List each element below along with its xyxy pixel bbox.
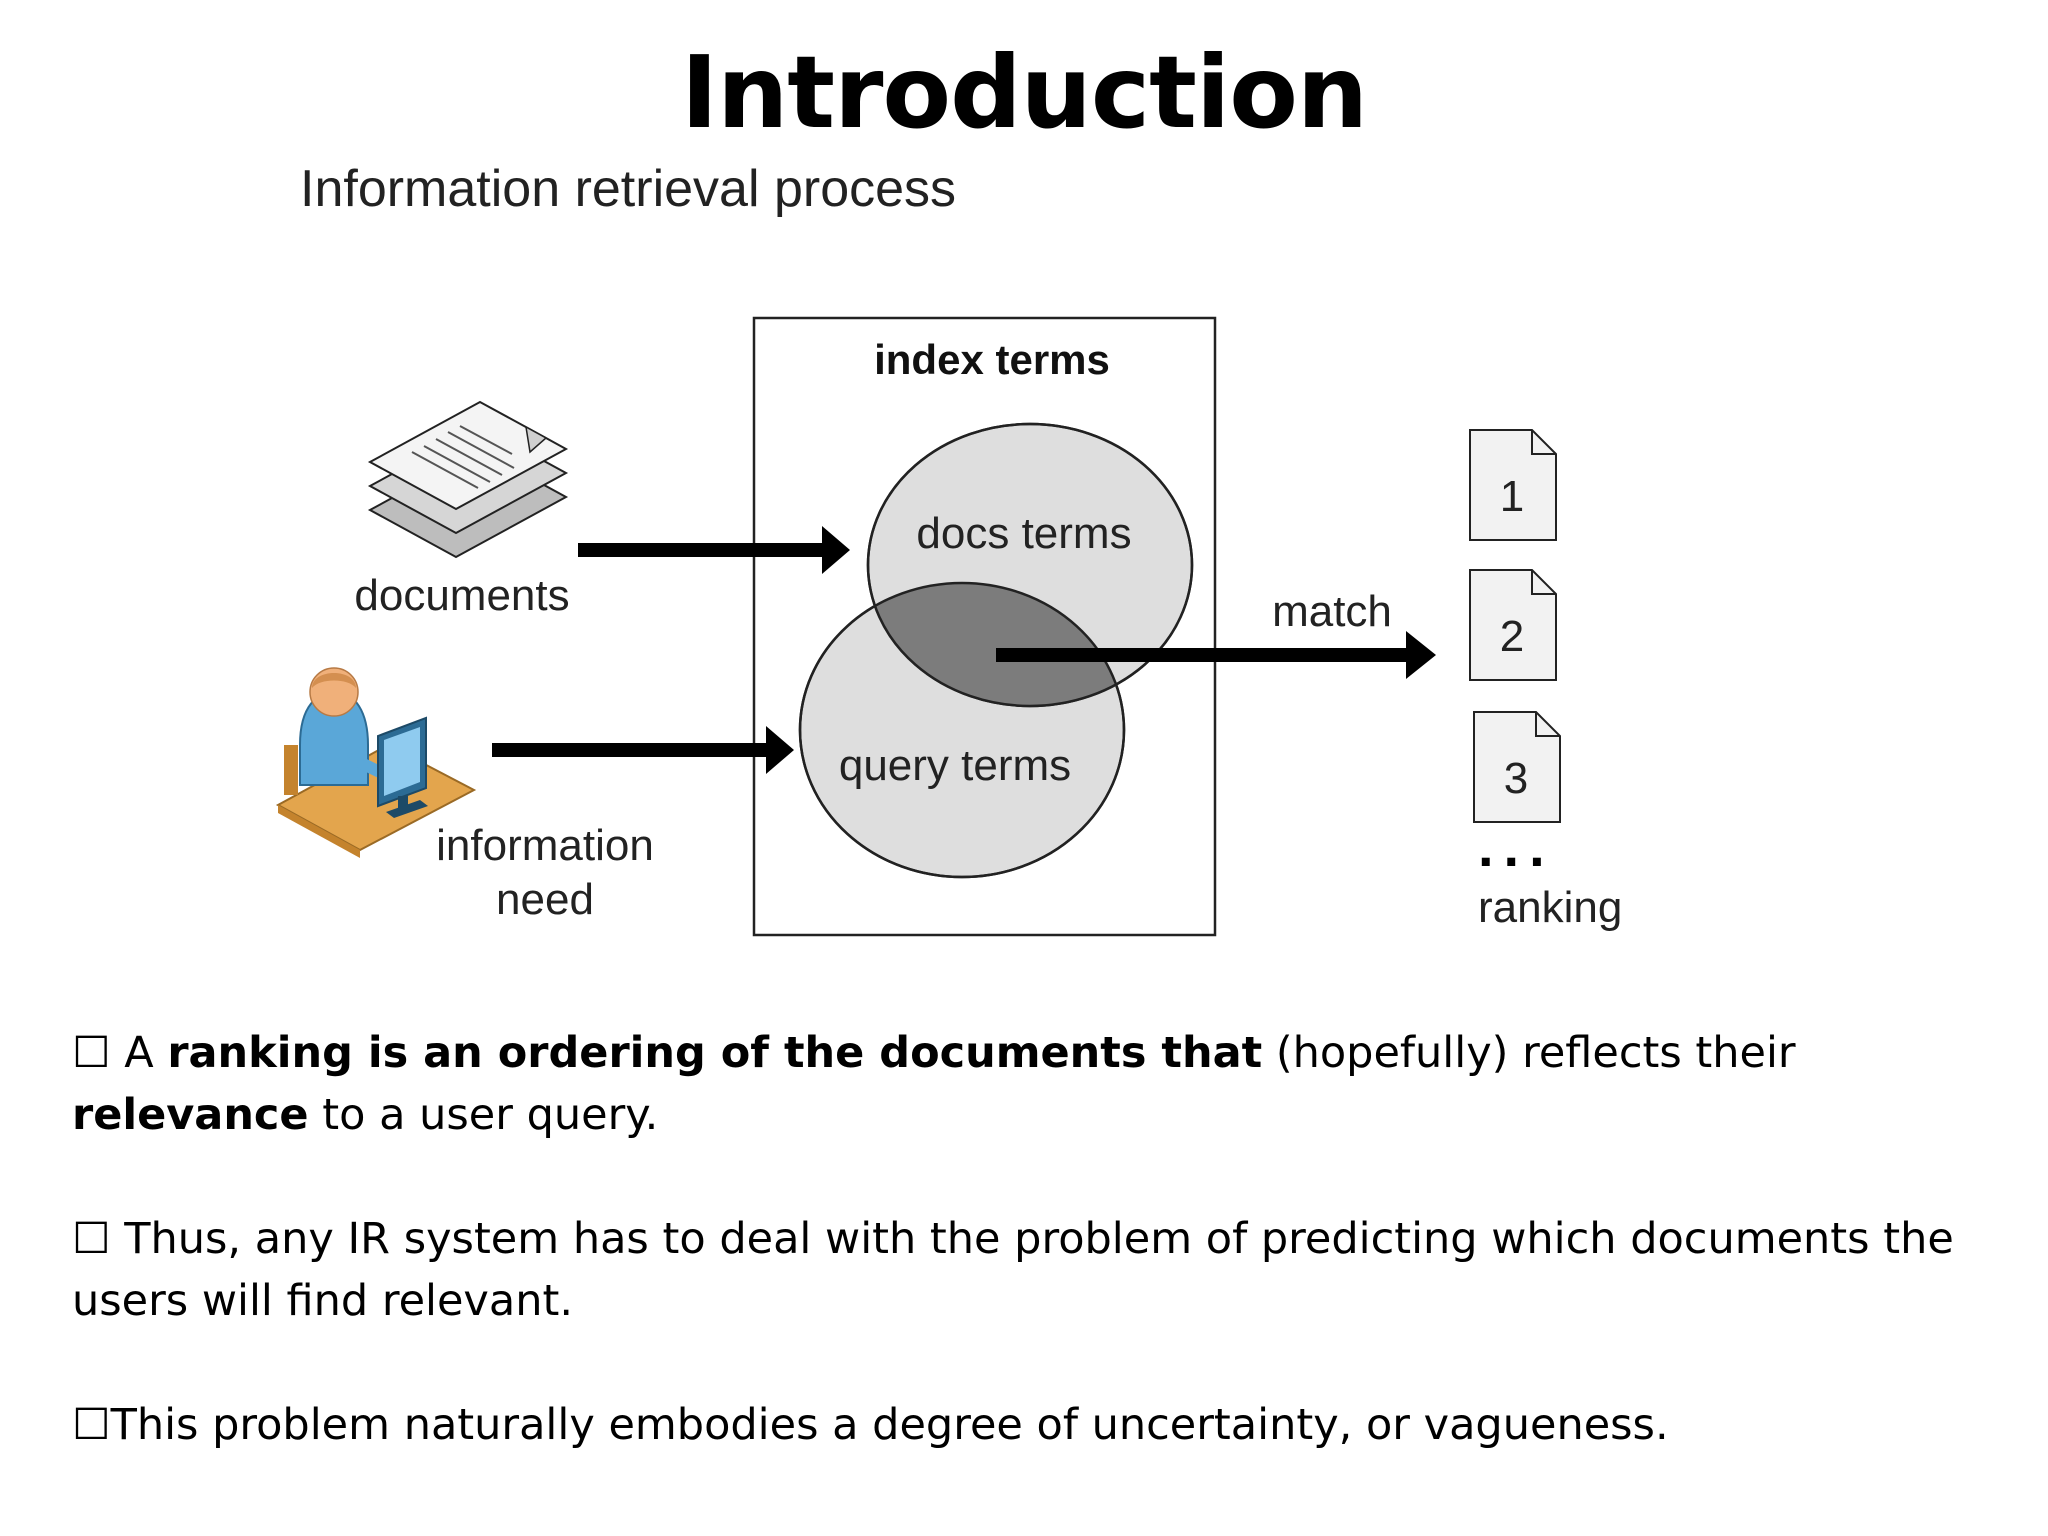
documents-stack-icon: [367, 400, 569, 559]
ranked-page-3-number: 3: [1504, 754, 1528, 803]
bullet-1: ☐ A ranking is an ordering of the docume…: [72, 1022, 2012, 1146]
ranked-page-1-number: 1: [1500, 472, 1524, 521]
body-text: ☐ A ranking is an ordering of the docume…: [72, 1022, 2012, 1518]
bullet-3-text: This problem naturally embodies a degree…: [110, 1400, 1669, 1450]
ranked-page-1: 1: [1469, 429, 1557, 541]
bullet-1-marker: ☐: [72, 1028, 111, 1078]
bullet-1-mid: (hopefully) reflects their: [1262, 1028, 1796, 1078]
match-label: match: [1272, 587, 1392, 636]
bullet-2-text: Thus, any IR system has to deal with the…: [72, 1214, 1954, 1326]
ir-process-diagram: Information retrieval process index term…: [275, 160, 1622, 937]
bullet-1-bold-phrase: ranking is an ordering of the documents …: [167, 1028, 1263, 1078]
ranked-page-3: 3: [1473, 711, 1561, 823]
bullet-2: ☐ Thus, any IR system has to deal with t…: [72, 1208, 2012, 1332]
query-terms-label: query terms: [839, 741, 1071, 790]
diagram-heading: Information retrieval process: [300, 160, 956, 218]
index-terms-label: index terms: [874, 336, 1110, 383]
information-need-label-line2: need: [496, 875, 594, 924]
ranking-ellipsis: ...: [1478, 815, 1555, 878]
ranking-label: ranking: [1478, 883, 1622, 932]
match-arrow: [996, 631, 1436, 679]
bullet-2-marker: ☐: [72, 1214, 111, 1264]
docs-terms-label: docs terms: [916, 509, 1131, 558]
user-computer-icon: [275, 667, 477, 858]
information-need-label-line1: information: [436, 821, 654, 870]
bullet-3-marker: ☐: [72, 1400, 111, 1450]
information-need-arrow: [492, 726, 794, 774]
ranked-page-2: 2: [1469, 569, 1557, 681]
ranked-page-2-number: 2: [1500, 612, 1524, 661]
bullet-1-pre: A: [110, 1028, 168, 1078]
slide-title: Introduction: [680, 34, 1368, 151]
documents-arrow: [578, 526, 850, 574]
bullet-1-bold-relevance: relevance: [72, 1090, 309, 1140]
bullet-3: ☐This problem naturally embodies a degre…: [72, 1394, 2012, 1456]
documents-label: documents: [354, 571, 569, 620]
bullet-1-post: to a user query.: [308, 1090, 659, 1140]
